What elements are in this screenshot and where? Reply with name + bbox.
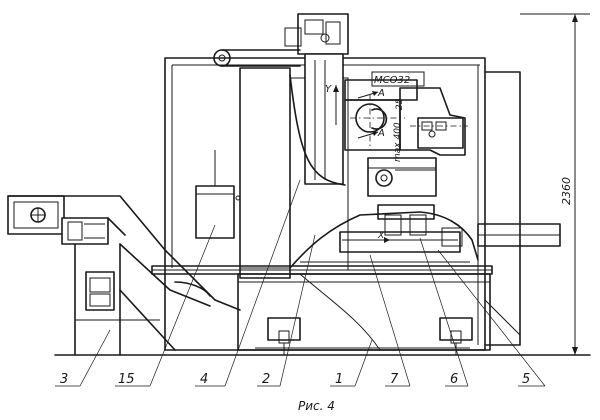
section-label-top: А (377, 88, 385, 99)
callout-1: 1 (335, 372, 343, 387)
model-label: МСО32 (374, 75, 410, 86)
callout-7: 7 (390, 372, 399, 387)
callout-4: 4 (200, 372, 208, 387)
callout-5: 5 (522, 372, 530, 387)
machine-base (237, 273, 491, 355)
electrical-cabinet (195, 150, 241, 239)
travel-label: max 400 (393, 122, 403, 162)
dimension-2360 (520, 13, 590, 355)
spindle-assembly (333, 71, 468, 197)
offset-label: 25 (395, 98, 405, 110)
section-label-bottom: А (377, 128, 385, 139)
spindle-head (213, 13, 349, 186)
callout-2: 2 (262, 372, 270, 387)
leader-lines (55, 179, 546, 387)
bed-rail (151, 265, 493, 275)
figure-caption: Рис. 4 (298, 399, 335, 413)
callout-15: 15 (118, 372, 135, 387)
axis-y-label: Y (325, 84, 332, 95)
callout-6: 6 (450, 372, 458, 387)
dimension-label: 2360 (560, 177, 573, 205)
callout-3: 3 (60, 372, 68, 387)
chip-conveyor (7, 195, 241, 356)
axis-x-label: X (377, 231, 385, 241)
worktable (289, 204, 561, 269)
